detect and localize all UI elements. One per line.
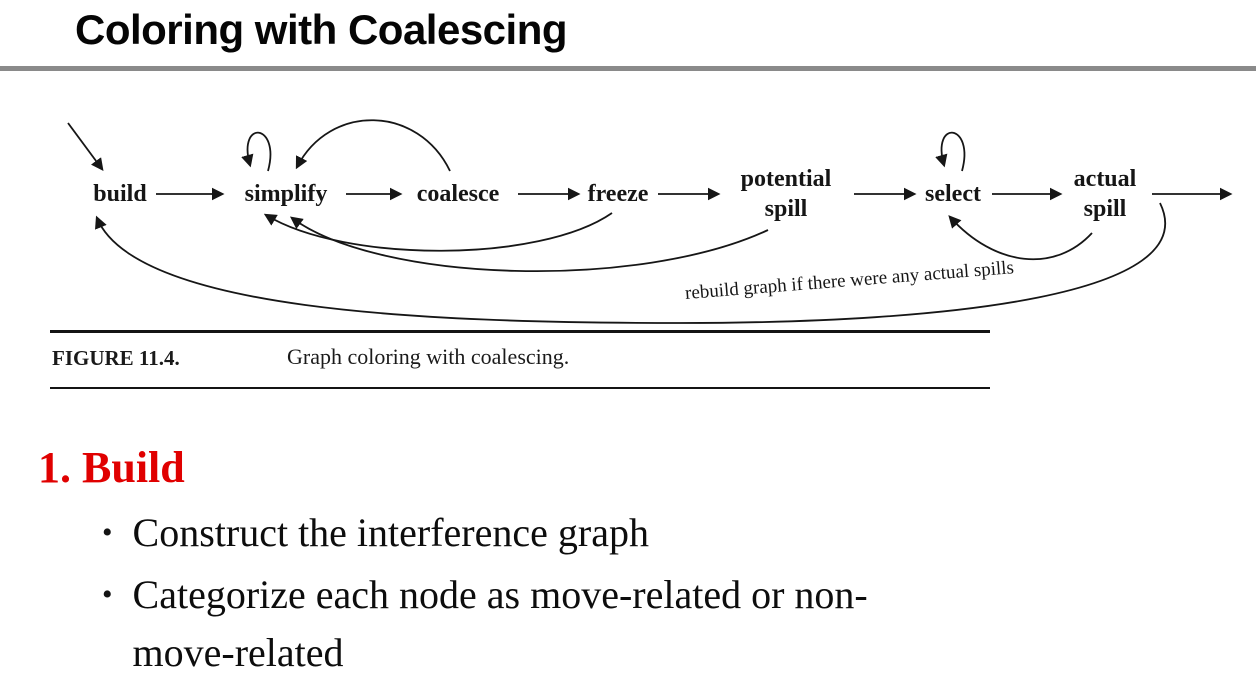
title-divider [0, 66, 1256, 71]
node-potential-spill-line1: potential [740, 166, 832, 192]
arc-actual-spill-to-select [948, 215, 1093, 261]
figure-caption-text: Graph coloring with coalescing. [287, 344, 570, 369]
bullet-text: Categorize each node as move-related or … [132, 572, 868, 675]
list-item: • Construct the interference graph [102, 504, 952, 562]
figure-caption-top-rule [50, 330, 990, 333]
arc-potential-spill-to-simplify [289, 216, 769, 272]
bullet-marker: • [102, 578, 113, 611]
figure-diagram: build simplify coalesce freeze potential… [0, 85, 1256, 335]
node-simplify: simplify [244, 181, 328, 207]
list-item: • Categorize each node as move-related o… [102, 566, 952, 682]
bullet-text: Construct the interference graph [132, 510, 649, 555]
node-select: select [925, 181, 981, 207]
arrow-into-build [67, 122, 104, 172]
arc-freeze-to-simplify [263, 212, 613, 252]
node-build: build [93, 181, 147, 207]
node-actual-spill-line1: actual [1073, 166, 1137, 192]
figure-caption-label: FIGURE 11.4. [52, 346, 180, 370]
simplify-self-loop [241, 131, 272, 172]
arc-rebuild-to-build [95, 202, 1167, 324]
arc-coalesce-to-simplify [295, 119, 451, 172]
section-heading: 1. Build [38, 443, 185, 492]
node-freeze: freeze [587, 181, 649, 207]
bullet-list: • Construct the interference graph • Cat… [102, 504, 952, 686]
node-actual-spill-line2: spill [1083, 196, 1127, 222]
node-potential-spill: potential spill [741, 164, 832, 224]
select-self-loop [935, 131, 966, 172]
bullet-marker: • [102, 516, 113, 549]
slide-title: Coloring with Coalescing [75, 6, 568, 53]
node-actual-spill: actual spill [1074, 164, 1137, 224]
flow-diagram-arrows [67, 119, 1233, 324]
node-coalesce: coalesce [416, 181, 500, 207]
node-potential-spill-line2: spill [764, 196, 808, 222]
figure-caption-bottom-rule [50, 387, 990, 389]
